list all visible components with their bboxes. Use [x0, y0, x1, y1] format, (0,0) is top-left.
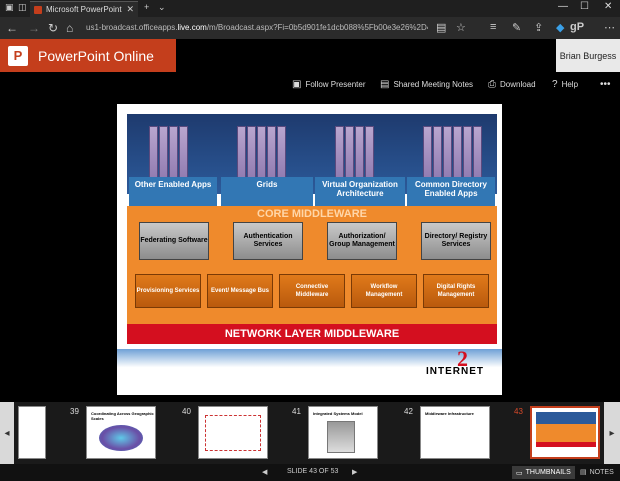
authorization-box: Authorization/ Group Management — [327, 222, 397, 260]
thumbs-prev-icon[interactable]: ◂ — [0, 402, 14, 464]
extension-icon[interactable]: ◆ — [556, 22, 565, 34]
close-window-icon[interactable]: ✕ — [604, 1, 613, 12]
user-account[interactable]: Brian Burgess — [556, 39, 620, 72]
download-button[interactable]: ⎙ Download — [488, 79, 536, 90]
thumbnail-43-selected[interactable] — [530, 406, 600, 459]
thumbnails-label: THUMBNAILS — [525, 469, 571, 476]
network-layer: NETWORK LAYER MIDDLEWARE — [127, 324, 497, 344]
share-icon[interactable]: ⇪ — [534, 22, 544, 34]
book-group-3 — [335, 126, 374, 186]
notes-toggle-button[interactable]: ▤ NOTES — [580, 468, 614, 477]
event-bus-box: Event/ Message Bus — [207, 274, 273, 308]
download-icon: ⎙ — [488, 79, 496, 90]
thumbnail-title: Integrated Systems Model — [313, 411, 363, 416]
follow-presenter-label: Follow Presenter — [305, 80, 366, 89]
tab-title: Microsoft PowerPoint O — [46, 5, 123, 14]
thumbs-next-icon[interactable]: ▸ — [604, 402, 620, 464]
current-slide: Other Enabled Apps Grids Virtual Organiz… — [117, 104, 502, 395]
internet2-number: 2 — [457, 346, 468, 371]
notes-label: NOTES — [589, 468, 614, 476]
help-label: Help — [561, 80, 579, 89]
tab-aside-icon[interactable]: ◫ — [18, 2, 27, 12]
thumbnail-strip: ◂ 39 Coordinating Across Geographic Scal… — [0, 402, 620, 464]
prev-slide-icon[interactable]: ◀ — [262, 469, 268, 476]
home-icon[interactable]: ⌂ — [66, 21, 74, 35]
book-group-4 — [423, 126, 482, 186]
powerpoint-favicon-icon — [34, 5, 42, 14]
url-domain: live.com — [177, 23, 207, 32]
web-note-icon[interactable]: ✎ — [512, 22, 522, 34]
app-label-other: Other Enabled Apps — [129, 177, 217, 207]
address-bar: ← → ↻ ⌂ us1-broadcast.officeapps.live.co… — [0, 17, 620, 39]
follow-presenter-button[interactable]: ▣ Follow Presenter — [292, 79, 365, 90]
url-prefix: us1-broadcast.officeapps. — [86, 23, 178, 32]
powerpoint-logo-icon: P — [8, 45, 28, 66]
more-options-button[interactable]: ••• — [600, 79, 611, 90]
url-field[interactable]: us1-broadcast.officeapps.live.com/m/Broa… — [86, 20, 428, 36]
notes-icon: ▤ — [380, 79, 390, 90]
favorite-star-icon[interactable]: ☆ — [456, 22, 466, 34]
notes-toggle-icon: ▤ — [580, 469, 587, 476]
thumbnail-number: 40 — [182, 407, 191, 416]
follow-presenter-icon: ▣ — [292, 79, 302, 90]
provisioning-box: Provisioning Services — [135, 274, 201, 308]
connective-box: Connective Middleware — [279, 274, 345, 308]
thumbnail-number: 39 — [70, 407, 79, 416]
app-header: P PowerPoint Online Brian Burgess — [0, 39, 620, 72]
refresh-icon[interactable]: ↻ — [48, 21, 59, 35]
more-menu-icon[interactable]: ⋯ — [604, 22, 615, 34]
browser-tab-bar: ▣ ◫ Microsoft PowerPoint O ✕ + ⌄ — ☐ ✕ — [0, 0, 620, 17]
favorites-hub-icon[interactable]: ≡ — [490, 21, 497, 33]
app-label-grids: Grids — [221, 177, 313, 207]
book-group-1 — [149, 126, 188, 186]
thumbnail-41[interactable]: Integrated Systems Model — [308, 406, 378, 459]
thumbnail-title: Coordinating Across Geographic Scales — [91, 411, 154, 421]
internet2-logo: INTERNET — [426, 366, 484, 377]
app-name: PowerPoint Online — [38, 47, 154, 64]
status-bar: ◀ SLIDE 43 OF 53 ▶ ▭ THUMBNAILS ▤ NOTES — [0, 464, 620, 481]
app-label-vo: Virtual Organization Architecture — [315, 177, 405, 207]
tab-list-icon[interactable]: ▣ — [5, 2, 14, 12]
thumbnail-number: 42 — [404, 407, 413, 416]
thumbnail-title: Middleware Infrastructure — [425, 411, 474, 416]
help-icon: ? — [552, 79, 558, 90]
thumbnails-icon: ▭ — [516, 469, 523, 477]
presentation-toolbar: ▣ Follow Presenter ▤ Shared Meeting Note… — [0, 72, 620, 98]
core-middleware: CORE MIDDLEWARE Federating Software Auth… — [127, 206, 497, 324]
federating-box: Federating Software — [139, 222, 209, 260]
thumbnail-40[interactable] — [198, 406, 268, 459]
next-slide-icon[interactable]: ▶ — [352, 469, 358, 476]
gp-extension-icon[interactable]: gP — [570, 21, 585, 33]
thumbnails-toggle-button[interactable]: ▭ THUMBNAILS — [512, 466, 575, 479]
slide-counter: SLIDE 43 OF 53 — [287, 468, 339, 475]
app-brand[interactable]: P PowerPoint Online — [0, 39, 176, 72]
download-label: Download — [500, 80, 536, 89]
app-label-directory: Common Directory Enabled Apps — [407, 177, 495, 207]
authentication-box: Authentication Services — [233, 222, 303, 260]
thumbnail-number-selected: 43 — [514, 407, 523, 416]
thumbnail-42[interactable]: Middleware Infrastructure — [420, 406, 490, 459]
tab-menu-chevron-icon[interactable]: ⌄ — [158, 2, 166, 12]
ellipsis-icon: ••• — [600, 79, 611, 90]
new-tab-icon[interactable]: + — [144, 2, 150, 12]
url-rest: /m/Broadcast.aspx?Fi=0b5d901fe1dcb088%5F… — [206, 23, 428, 32]
workflow-box: Workflow Management — [351, 274, 417, 308]
thumbnail-38[interactable] — [18, 406, 46, 459]
thumbnail-39[interactable]: Coordinating Across Geographic Scales — [86, 406, 156, 459]
thumbnail-number: 41 — [292, 407, 301, 416]
close-tab-icon[interactable]: ✕ — [126, 4, 134, 14]
shared-notes-label: Shared Meeting Notes — [393, 80, 474, 89]
help-button[interactable]: ? Help — [552, 79, 578, 90]
core-title: CORE MIDDLEWARE — [257, 208, 367, 220]
back-arrow-icon[interactable]: ← — [6, 21, 18, 35]
browser-tab[interactable]: Microsoft PowerPoint O ✕ — [30, 1, 138, 17]
directory-box: Directory/ Registry Services — [421, 222, 491, 260]
drm-box: Digital Rights Management — [423, 274, 489, 308]
shared-notes-button[interactable]: ▤ Shared Meeting Notes — [380, 79, 473, 90]
maximize-icon[interactable]: ☐ — [580, 1, 589, 12]
slide-footer — [117, 349, 502, 395]
minimize-icon[interactable]: — — [558, 1, 568, 12]
reading-view-icon[interactable]: ▤ — [436, 22, 447, 34]
forward-arrow-icon[interactable]: → — [28, 21, 40, 35]
